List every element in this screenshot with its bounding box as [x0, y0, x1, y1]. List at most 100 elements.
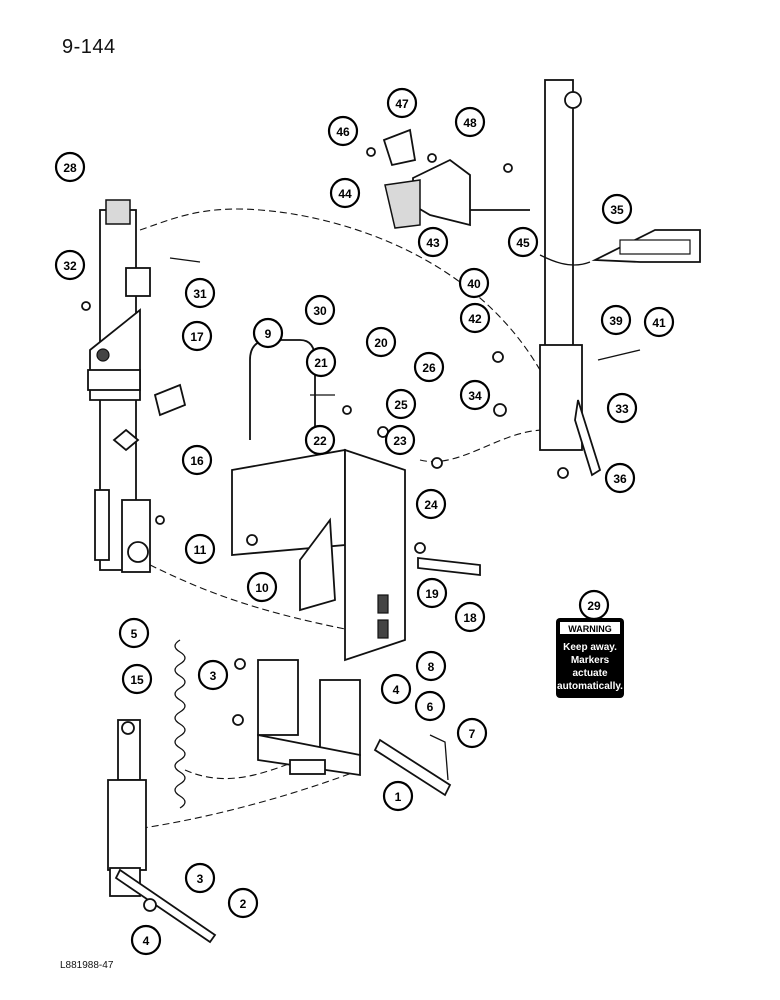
callout-19: 19: [416, 577, 448, 609]
callout-28: 28: [54, 151, 86, 183]
callout-35: 35: [601, 193, 633, 225]
dashed-line-low: [129, 759, 361, 831]
callout-6: 6: [414, 690, 446, 722]
callout-42: 42: [459, 302, 491, 334]
callout-26: 26: [413, 351, 445, 383]
callout-1: 1: [382, 780, 414, 812]
callout-41: 41: [643, 306, 675, 338]
callout-label: 3: [210, 669, 217, 683]
callout-25: 25: [385, 388, 417, 420]
warning-header: WARNING: [568, 624, 612, 634]
warning-line-3: actuate: [572, 668, 607, 679]
callout-label: 32: [63, 259, 77, 273]
callout-label: 22: [313, 434, 327, 448]
callout-3: 3: [184, 862, 216, 894]
marker-arm-left: [87, 199, 151, 573]
callout-9: 9: [252, 317, 284, 349]
spring: [174, 639, 186, 809]
callout-24: 24: [415, 488, 447, 520]
callout-label: 11: [194, 543, 207, 557]
callout-label: 7: [469, 727, 476, 741]
callout-34: 34: [459, 379, 491, 411]
callout-33: 33: [606, 392, 638, 424]
callout-label: 29: [587, 599, 601, 613]
callout-4: 4: [130, 924, 162, 956]
callout-20: 20: [365, 326, 397, 358]
warning-line-4: automatically.: [557, 681, 623, 692]
callout-40: 40: [458, 267, 490, 299]
callout-11: 11: [184, 533, 216, 565]
callout-18: 18: [454, 601, 486, 633]
warning-decal: WARNING Keep away. Markers actuate autom…: [556, 618, 624, 698]
callout-30: 30: [304, 294, 336, 326]
callout-8: 8: [415, 650, 447, 682]
callout-label: 1: [395, 790, 402, 804]
callout-label: 25: [394, 398, 408, 412]
warning-line-2: Markers: [571, 655, 610, 666]
callout-label: 3: [197, 872, 204, 886]
hydraulic-cylinder: [107, 719, 147, 897]
pins-and-bolts: [114, 257, 641, 944]
upper-bracket-parts: [382, 128, 530, 229]
callout-label: 35: [610, 203, 624, 217]
callout-label: 31: [193, 287, 207, 301]
callout-label: 18: [463, 611, 477, 625]
callout-16: 16: [181, 444, 213, 476]
callout-label: 40: [467, 277, 481, 291]
callout-label: 20: [374, 336, 388, 350]
callout-48: 48: [454, 106, 486, 138]
callout-label: 21: [314, 356, 328, 370]
callout-label: 8: [428, 660, 435, 674]
callout-label: 34: [468, 389, 482, 403]
callout-label: 9: [265, 327, 272, 341]
callout-label: 41: [652, 316, 666, 330]
callout-label: 5: [131, 627, 138, 641]
callout-5: 5: [118, 617, 150, 649]
callout-label: 6: [427, 700, 434, 714]
callout-29: 29: [578, 589, 610, 621]
callout-label: 10: [255, 581, 269, 595]
callout-label: 30: [313, 304, 327, 318]
callout-23: 23: [384, 424, 416, 456]
callout-label: 33: [615, 402, 629, 416]
callout-47: 47: [386, 87, 418, 119]
callout-label: 42: [468, 312, 482, 326]
marker-arm-right: [539, 79, 602, 477]
callout-10: 10: [246, 571, 278, 603]
callout-44: 44: [329, 177, 361, 209]
figure-code: L881988-47: [60, 960, 114, 971]
callout-31: 31: [184, 277, 216, 309]
callout-label: 15: [130, 673, 144, 687]
dashed-line-top: [139, 208, 561, 381]
callout-36: 36: [604, 462, 636, 494]
callout-label: 43: [426, 236, 440, 250]
callout-17: 17: [181, 320, 213, 352]
hinge-assembly: [257, 659, 452, 797]
callout-45: 45: [507, 226, 539, 258]
callout-label: 28: [63, 161, 77, 175]
callout-label: 4: [393, 683, 400, 697]
callout-32: 32: [54, 249, 86, 281]
callout-label: 23: [393, 434, 407, 448]
callout-4: 4: [380, 673, 412, 705]
warning-line-1: Keep away.: [563, 642, 617, 653]
callout-label: 17: [190, 330, 204, 344]
callout-label: 46: [336, 125, 350, 139]
callout-label: 36: [613, 472, 627, 486]
hitch-mount: [231, 339, 406, 662]
callout-label: 19: [425, 587, 439, 601]
callout-3: 3: [197, 659, 229, 691]
callout-label: 39: [609, 314, 623, 328]
callout-label: 4: [143, 934, 150, 948]
callout-2: 2: [227, 887, 259, 919]
callout-43: 43: [417, 226, 449, 258]
callout-label: 47: [395, 97, 409, 111]
callout-label: 16: [190, 454, 204, 468]
callout-15: 15: [121, 663, 153, 695]
callout-7: 7: [456, 717, 488, 749]
callout-label: 48: [463, 116, 477, 130]
callout-21: 21: [305, 346, 337, 378]
callout-22: 22: [304, 424, 336, 456]
